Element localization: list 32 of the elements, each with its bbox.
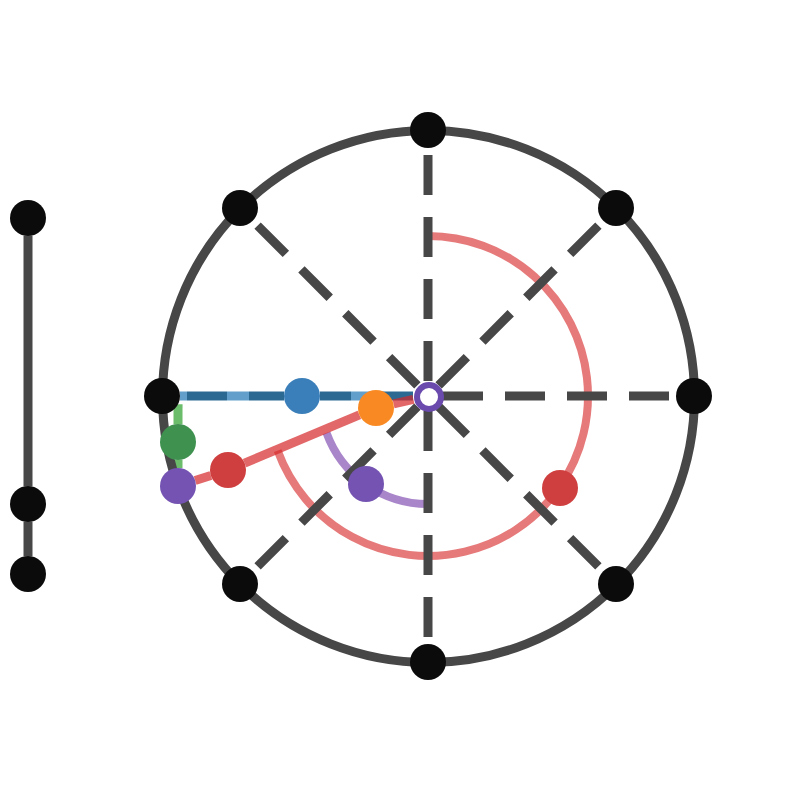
dot-icon bbox=[598, 566, 634, 602]
dot-icon bbox=[542, 470, 578, 506]
dashed-line bbox=[435, 217, 607, 389]
dot-icon bbox=[10, 200, 46, 236]
line-segment bbox=[320, 391, 413, 401]
dot-icon bbox=[160, 468, 196, 504]
line-segment bbox=[23, 522, 33, 556]
dot-icon bbox=[144, 378, 180, 414]
dot-icon bbox=[10, 486, 46, 522]
line-segment bbox=[180, 391, 284, 401]
dot-icon bbox=[284, 378, 320, 414]
dot-icon bbox=[222, 190, 258, 226]
dot-icon bbox=[358, 390, 394, 426]
dot-icon bbox=[410, 644, 446, 680]
line-segment bbox=[23, 236, 33, 486]
dot-icon bbox=[222, 566, 258, 602]
dot-icon bbox=[676, 378, 712, 414]
dot-icon bbox=[410, 112, 446, 148]
dashed-line bbox=[435, 403, 607, 575]
dot-icon bbox=[210, 452, 246, 488]
line-segment bbox=[193, 471, 213, 485]
line-segment bbox=[242, 410, 362, 468]
dashed-line bbox=[249, 403, 421, 575]
dot-icon bbox=[348, 466, 384, 502]
circle-outline bbox=[157, 125, 699, 667]
line-segment bbox=[173, 404, 183, 424]
dot-icon bbox=[10, 556, 46, 592]
dashed-line bbox=[249, 217, 421, 389]
line-segment bbox=[392, 395, 415, 409]
dot-icon bbox=[598, 190, 634, 226]
ring-icon bbox=[413, 381, 443, 411]
dot-icon bbox=[160, 424, 196, 460]
